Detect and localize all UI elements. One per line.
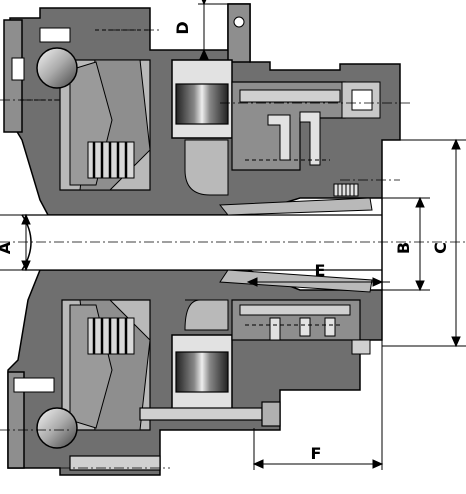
mounting-bolt <box>139 401 281 427</box>
dimension-label-a: A <box>0 241 14 254</box>
dimension-label-b: B <box>394 242 413 254</box>
dimension-label-d: D <box>173 21 192 34</box>
lower-rotor-drum <box>175 351 229 393</box>
upper-spring-stack <box>87 141 135 179</box>
lower-spring-stack <box>87 317 135 355</box>
centerlines <box>0 29 466 469</box>
upper-small-spring <box>333 183 359 197</box>
upper-bearing-ball <box>36 47 78 89</box>
dimension-label-c: C <box>431 242 450 254</box>
dimension-label-e: E <box>315 261 326 280</box>
dimension-lines <box>0 0 466 470</box>
upper-housing <box>3 3 401 216</box>
upper-rotor-drum <box>175 83 229 125</box>
lower-housing <box>7 269 383 476</box>
lower-bearing-ball <box>36 407 78 449</box>
dimension-label-f: F <box>311 444 322 463</box>
shaft-bore <box>21 197 383 293</box>
